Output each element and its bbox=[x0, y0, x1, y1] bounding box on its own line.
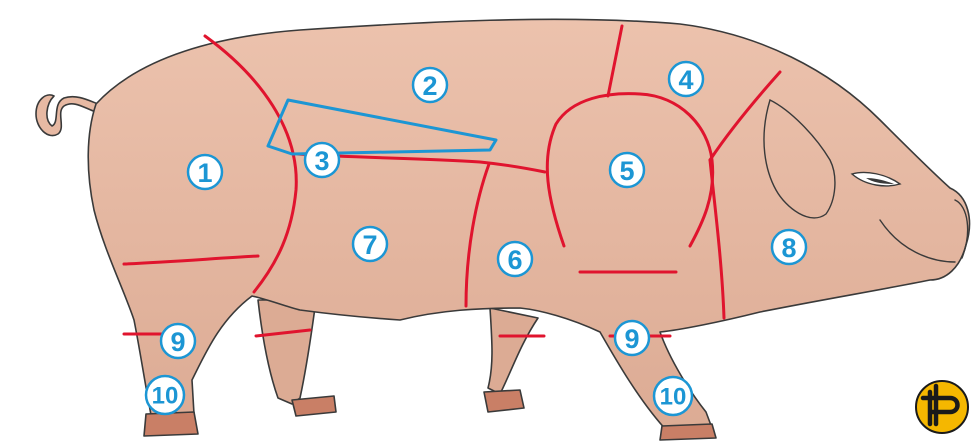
cut-label-8: 8 bbox=[781, 233, 796, 263]
cut-badge-2: 2 bbox=[413, 68, 447, 102]
cut-badge-10-hind: 10 bbox=[146, 376, 184, 414]
cut-label-5: 5 bbox=[619, 156, 634, 186]
far-front-hoof bbox=[484, 390, 524, 412]
brand-logo bbox=[916, 381, 968, 433]
cut-label-10-hind: 10 bbox=[152, 383, 179, 410]
cut-badge-6: 6 bbox=[498, 242, 532, 276]
cut-badge-10-front: 10 bbox=[654, 377, 692, 415]
tail bbox=[36, 95, 98, 136]
cut-badge-8: 8 bbox=[772, 230, 806, 264]
cut-label-3: 3 bbox=[314, 146, 329, 176]
cut-label-6: 6 bbox=[507, 245, 522, 275]
cut-badge-4: 4 bbox=[669, 62, 703, 96]
cut-label-9-front: 9 bbox=[624, 324, 639, 354]
far-hind-hoof bbox=[292, 396, 336, 416]
cut-label-1: 1 bbox=[197, 158, 212, 188]
cut-badge-9-hind: 9 bbox=[161, 324, 195, 358]
pig-body bbox=[88, 19, 969, 432]
far-hind-leg bbox=[258, 300, 316, 404]
cut-badge-1: 1 bbox=[188, 155, 222, 189]
cut-label-4: 4 bbox=[678, 65, 693, 95]
far-front-leg bbox=[488, 308, 538, 394]
cut-badge-5: 5 bbox=[610, 153, 644, 187]
cut-label-10-front: 10 bbox=[660, 384, 687, 411]
cut-label-7: 7 bbox=[362, 230, 377, 260]
cut-label-9-hind: 9 bbox=[170, 327, 185, 357]
cut-badge-9-front: 9 bbox=[615, 321, 649, 355]
cut-badge-7: 7 bbox=[353, 227, 387, 261]
near-front-hoof bbox=[660, 424, 716, 440]
cut-badge-3: 3 bbox=[305, 143, 339, 177]
cut-label-2: 2 bbox=[422, 71, 437, 101]
near-hind-hoof bbox=[144, 412, 198, 436]
